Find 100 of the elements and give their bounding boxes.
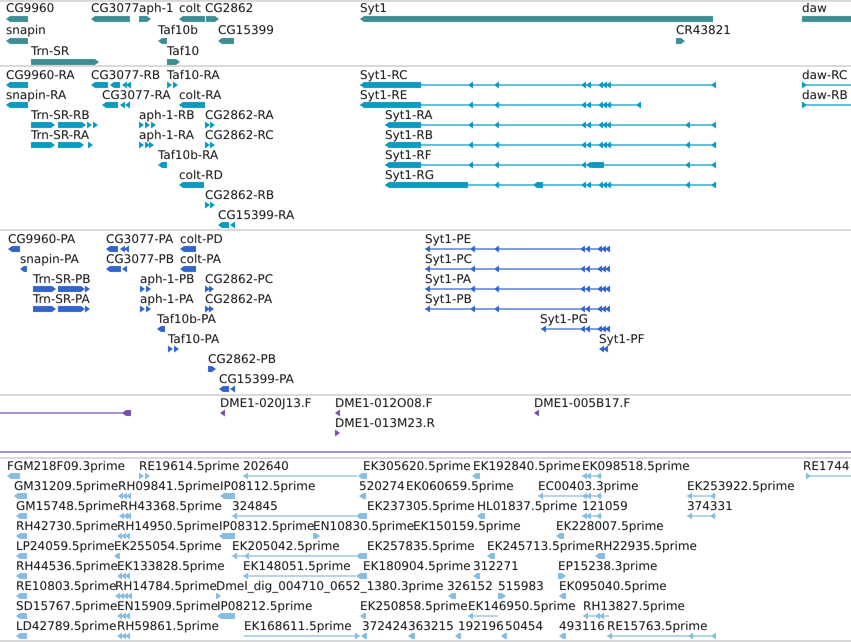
protein-label: Syt1-PE	[425, 232, 472, 246]
est-label: EK250858.5prime	[360, 599, 468, 613]
est-label: IP08212.5prime	[217, 599, 312, 613]
est-label: EN10830.5prime	[313, 519, 414, 533]
transcript-label: aph-1-RB	[139, 108, 194, 122]
transcript-label: colt-RA	[179, 88, 222, 102]
est-label: RE10803.5prime	[16, 579, 116, 593]
protein-label: Taf10-PA	[168, 332, 220, 346]
est-label: RH14950.5prime	[117, 519, 219, 533]
est-label: LP24059.5prime	[16, 539, 115, 553]
est-label: RH14784.5prime	[115, 579, 217, 593]
protein-label: CG9960-PA	[8, 232, 76, 246]
est-label: IP08312.5prime	[219, 519, 314, 533]
est-label: 326152	[447, 579, 493, 593]
est-label: EK060659.5prime	[406, 479, 514, 493]
est-label: 121059	[582, 499, 628, 513]
gene-label: snapin	[6, 23, 46, 37]
transcript-label: Taf10-RA	[167, 68, 220, 82]
protein-label: Syt1-PF	[599, 332, 645, 346]
est-label: 324845	[232, 499, 278, 513]
transcript-label: CG15399-RA	[218, 208, 294, 222]
est-label: EK305620.5prime	[363, 459, 471, 473]
est-label: EK168611.5prime	[244, 619, 352, 633]
est-label: IP08112.5prime	[220, 479, 316, 493]
protein-label: Syt1-PC	[425, 252, 472, 266]
protein-label: snapin-PA	[20, 252, 79, 266]
transcript-label: Syt1-RF	[385, 148, 432, 162]
est-label: GM31209.5prime	[14, 479, 118, 493]
protein-label: Syt1-PG	[540, 312, 588, 326]
est-label: 372424	[362, 619, 408, 633]
est-label: 192196	[458, 619, 504, 633]
protein-label: Trn-SR-PB	[33, 272, 90, 286]
est-label: RH09841.5prime	[118, 479, 220, 493]
transcript-label: CG3077-RB	[91, 68, 160, 82]
est-label: EK133828.5prime	[117, 559, 225, 573]
clone-label: DME1-020J13.F	[220, 396, 312, 410]
protein-label: colt-PD	[180, 232, 223, 246]
est-label: EK253922.5prime	[687, 479, 795, 493]
est-label: EC00403.3prime	[538, 479, 639, 493]
est-label: RH42730.5prime	[16, 519, 118, 533]
clone-label: DME1-005B17.F	[534, 396, 630, 410]
est-label: EP15238.3prime	[558, 559, 658, 573]
transcript-label: snapin-RA	[6, 88, 66, 102]
protein-label: CG2862-PA	[205, 292, 272, 306]
gene-label: Taf10	[167, 44, 200, 58]
transcript-label: daw-RB	[802, 88, 848, 102]
gene-label: aph-1	[139, 1, 174, 15]
transcript-label: aph-1-RA	[139, 128, 194, 142]
est-label: EK098518.5prime	[582, 459, 690, 473]
gene-label: Trn-SR	[31, 44, 70, 58]
gene-label: CG9960	[6, 1, 54, 15]
gene-label: Taf10b	[158, 23, 198, 37]
est-label: EN15909.5prime	[117, 599, 218, 613]
transcript-label: Trn-SR-RA	[31, 128, 90, 142]
clone-label: DME1-012O08.F	[335, 396, 432, 410]
transcript-label: Syt1-RB	[385, 128, 433, 142]
est-label: RE1744	[803, 459, 850, 473]
protein-label: Syt1-PB	[425, 292, 472, 306]
protein-label: CG2862-PC	[205, 272, 274, 286]
est-label: SD15767.5prime	[16, 599, 118, 613]
gene-label: CG15399	[218, 23, 274, 37]
transcript-label: Syt1-RA	[385, 108, 432, 122]
gene-label: daw	[802, 1, 827, 15]
protein-label: colt-PA	[180, 252, 221, 266]
gene-label: CG2862	[205, 1, 254, 15]
protein-label: aph-1-PA	[140, 292, 194, 306]
transcript-label: Syt1-RG	[385, 168, 434, 182]
est-label: 363215	[408, 619, 454, 633]
protein-label: Taf10b-PA	[157, 312, 216, 326]
transcript-label: colt-RD	[179, 168, 223, 182]
est-label: RH13827.5prime	[583, 599, 685, 613]
est-label: EK205042.5prime	[232, 539, 340, 553]
transcript-label: Trn-SR-RB	[31, 108, 90, 122]
protein-label: Trn-SR-PA	[33, 292, 90, 306]
est-label: 374331	[687, 499, 733, 513]
protein-label: CG2862-PB	[208, 352, 276, 366]
clone-label: DME1-013M23.R	[335, 416, 435, 430]
protein-label: aph-1-PB	[140, 272, 194, 286]
est-label: EK237305.5prime	[367, 499, 475, 513]
est-label: 515983	[498, 579, 544, 593]
est-label: EK095040.5prime	[559, 579, 667, 593]
protein-label: Syt1-PA	[425, 272, 472, 286]
est-label: HL01837.5prime	[477, 499, 578, 513]
est-label: RH22935.5prime	[595, 539, 697, 553]
est-label: EK180904.5prime	[363, 559, 471, 573]
est-label: LD42789.5prime	[16, 619, 117, 633]
gene-label: colt	[179, 1, 201, 15]
transcript-label: CG2862-RC	[205, 128, 274, 142]
est-label: 202640	[243, 459, 289, 473]
protein-label: CG15399-PA	[219, 372, 294, 386]
transcript-label: CG2862-RA	[205, 108, 274, 122]
transcript-label: CG2862-RB	[205, 188, 274, 202]
est-label: 520274	[359, 479, 405, 493]
transcript-label: Taf10b-RA	[158, 148, 218, 162]
protein-label: CG3077-PA	[106, 232, 174, 246]
est-label: RH59861.5prime	[117, 619, 219, 633]
est-label: Dmel_dig_004710_0652_1380.3prime	[216, 579, 444, 593]
transcript-label: daw-RC	[802, 68, 848, 82]
est-label: EK150159.5prime	[413, 519, 521, 533]
est-label: RE15763.5prime	[607, 619, 708, 633]
